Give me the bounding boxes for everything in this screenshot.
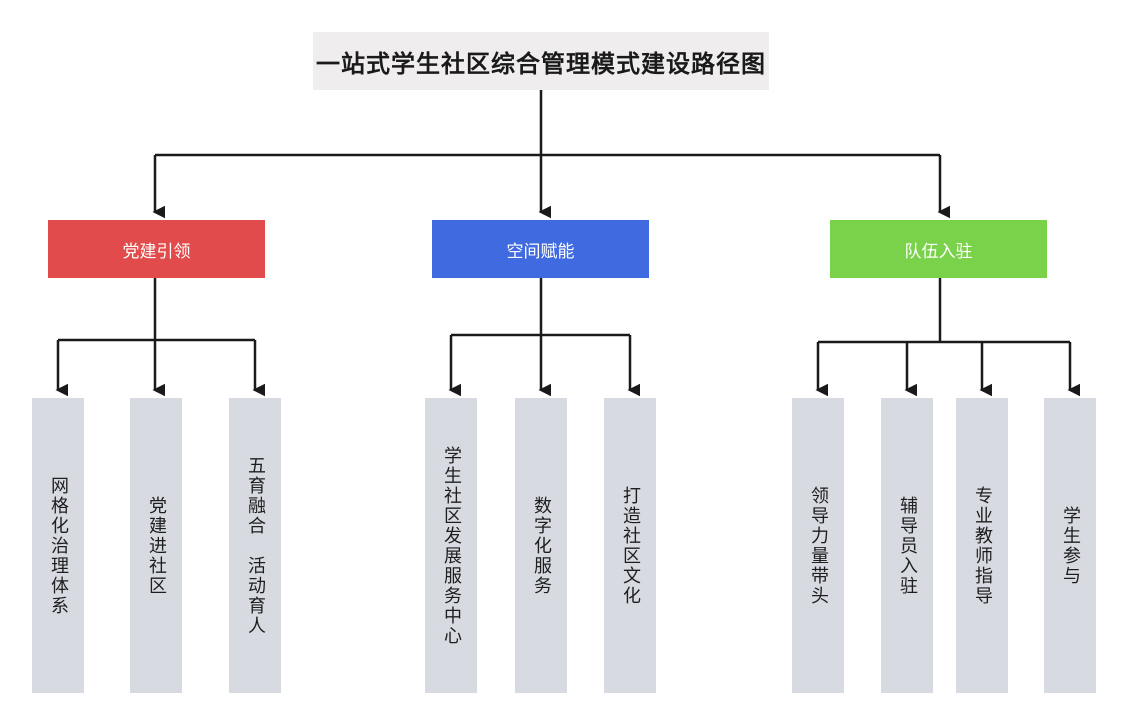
leaf-digital-services: 数字化服务 — [515, 398, 567, 693]
category-party-leadership: 党建引领 — [48, 220, 265, 278]
leaf-teacher-guidance: 专业教师指导 — [956, 398, 1008, 693]
leaf-student-participation: 学生参与 — [1044, 398, 1096, 693]
category-team-stationing: 队伍入驻 — [830, 220, 1047, 278]
leaf-counselors-stationed: 辅导员入驻 — [881, 398, 933, 693]
leaf-leadership-lead: 领导力量带头 — [792, 398, 844, 693]
leaf-grid-governance: 网格化治理体系 — [32, 398, 84, 693]
category-space-empowerment: 空间赋能 — [432, 220, 649, 278]
diagram-title: 一站式学生社区综合管理模式建设路径图 — [313, 32, 769, 90]
leaf-five-education-activities: 五育融合 活动育人 — [229, 398, 281, 693]
leaf-community-service-center: 学生社区发展服务中心 — [425, 398, 477, 693]
leaf-party-into-community: 党建进社区 — [130, 398, 182, 693]
leaf-community-culture: 打造社区文化 — [604, 398, 656, 693]
